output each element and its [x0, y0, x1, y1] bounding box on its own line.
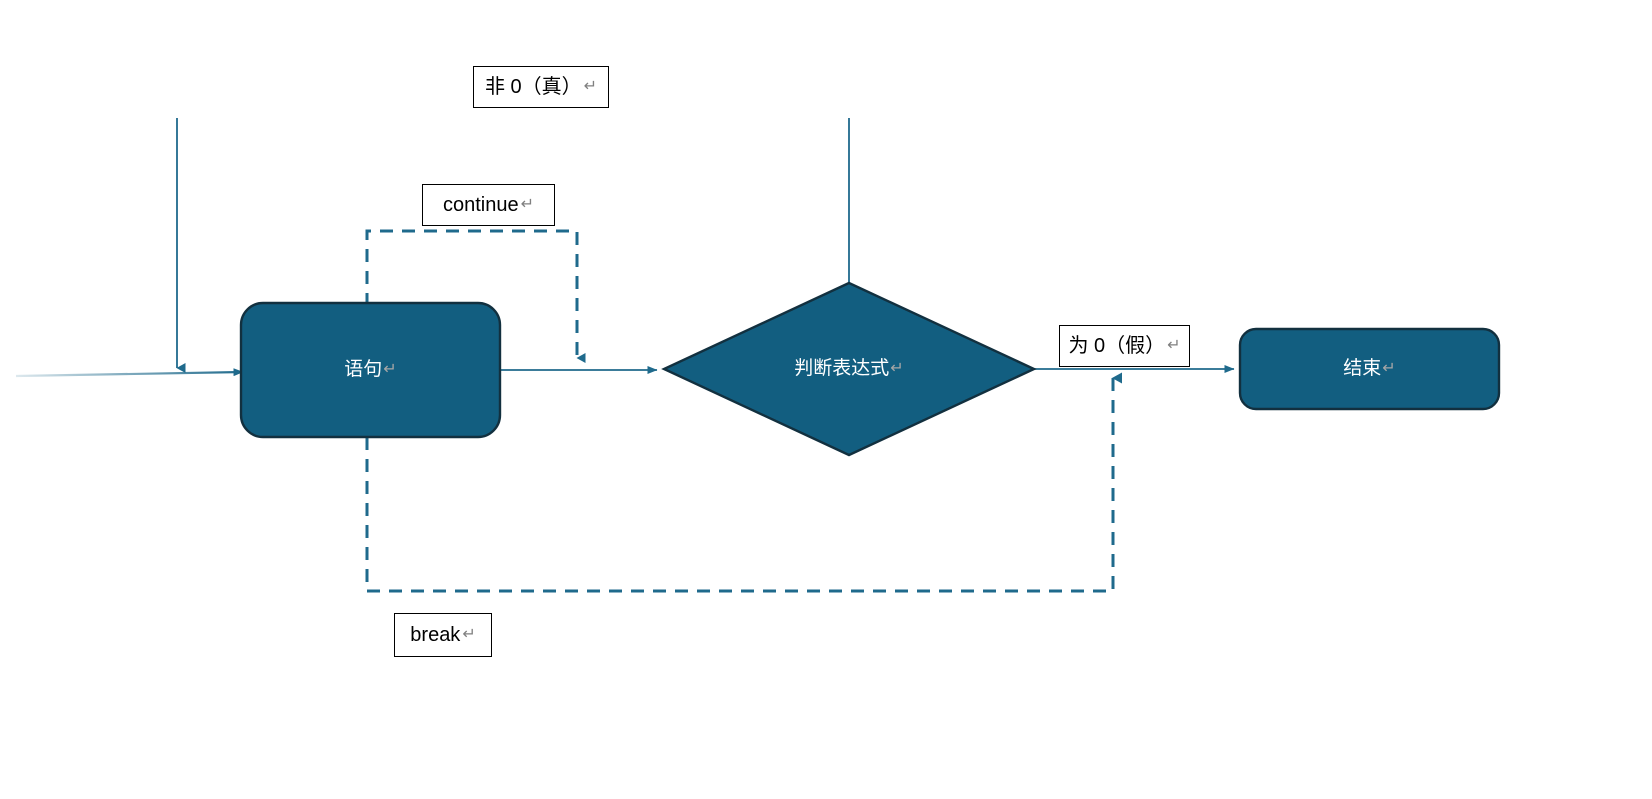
node-end[interactable]	[1238, 327, 1501, 411]
connector-continue-dashed	[365, 229, 586, 363]
edge-label-false[interactable]: 为 0（假）↵	[1059, 325, 1190, 367]
edge-label-false-text: 为 0（假）	[1068, 335, 1166, 357]
cr-glyph: ↵	[1167, 337, 1181, 355]
edge-label-break[interactable]: break↵	[394, 613, 492, 657]
edge-label-continue[interactable]: continue↵	[422, 184, 555, 226]
node-statement[interactable]	[239, 301, 502, 439]
cr-glyph: ↵	[462, 626, 476, 644]
edge-label-continue-text: continue	[442, 194, 519, 216]
connector-entry-to-statement	[15, 368, 244, 378]
edge-label-break-text: break	[410, 624, 461, 646]
cr-glyph: ↵	[520, 196, 535, 214]
connector-break-dashed	[365, 372, 1122, 593]
node-condition[interactable]	[661, 281, 1037, 457]
connector-true-loopback	[176, 117, 850, 373]
cr-glyph: ↵	[583, 78, 598, 96]
edge-label-true-text: 非 0（真）	[484, 76, 582, 98]
edge-label-true[interactable]: 非 0（真）↵	[473, 66, 609, 108]
